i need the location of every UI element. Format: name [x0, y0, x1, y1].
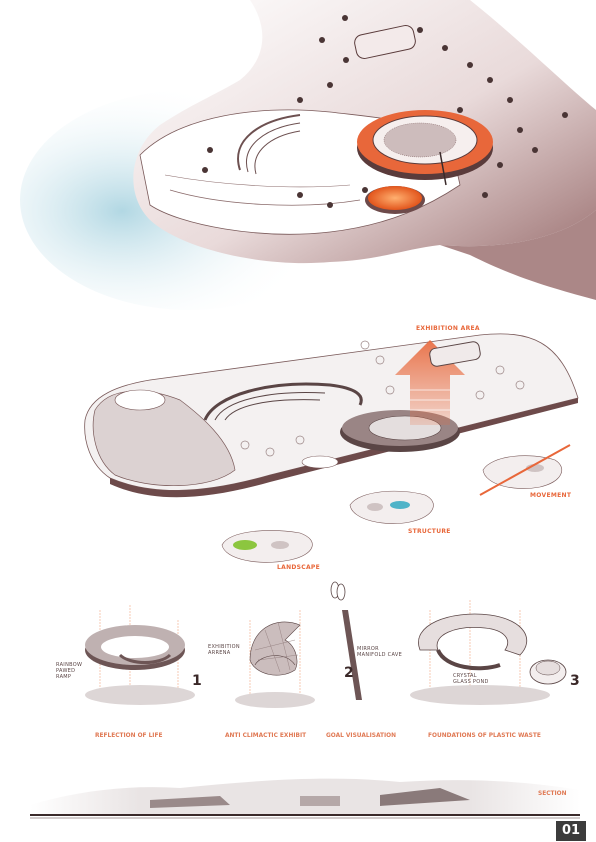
movement-label: MOVEMENT — [530, 492, 572, 499]
caption-goal-visualisation: GOAL VISUALISATION — [326, 731, 397, 739]
structure-label: STRUCTURE — [408, 528, 451, 535]
rainbow-ramp-note: RAINBOW PAWED RAMP — [56, 662, 83, 680]
section-label: SECTION — [538, 789, 567, 797]
glass-pond-note: CRYSTAL GLASS POND — [453, 673, 489, 685]
landscape-label: LANDSCAPE — [277, 564, 321, 571]
concept-number-2: 2 — [344, 665, 354, 681]
caption-reflection-of-life: REFLECTION OF LIFE — [95, 731, 163, 739]
structure-island — [349, 490, 434, 524]
caption-foundations-of-plastic-waste: FOUNDATIONS OF PLASTIC WASTE — [428, 731, 541, 739]
concept-number-1: 1 — [192, 673, 202, 689]
movement-island — [479, 444, 571, 496]
page-number-badge: 01 — [556, 821, 586, 841]
exhibition-area-label: EXHIBITION AREA — [416, 325, 480, 332]
caption-anti-climactic-exhibit: ANTI CLIMACTIC EXHIBIT — [225, 731, 307, 739]
landscape-island — [221, 530, 313, 563]
mirror-cave-note: MIRROR MANIFOLD CAVE — [357, 646, 403, 658]
concept-number-3: 3 — [570, 673, 580, 689]
exhibition-arena-note: EXHIBITION ARRENA — [208, 644, 240, 656]
